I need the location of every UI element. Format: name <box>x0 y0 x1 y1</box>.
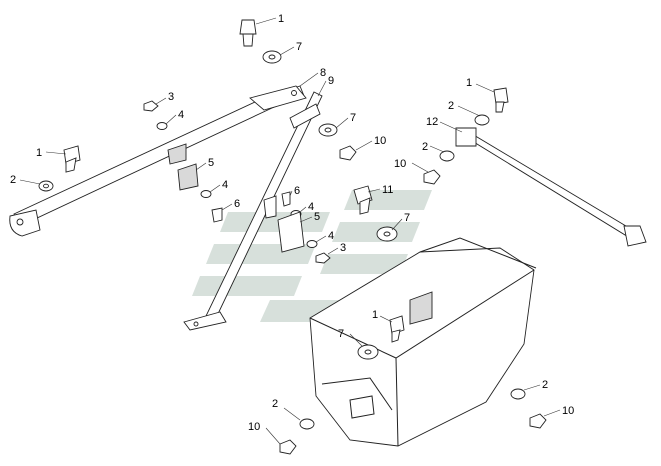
callout-label: 11 <box>382 184 393 196</box>
callout-label: 7 <box>350 112 356 124</box>
fasteners <box>38 19 547 455</box>
callout-label: 7 <box>404 212 410 224</box>
callout-label: 4 <box>178 109 184 121</box>
callout-label: 1 <box>372 309 378 321</box>
leader-lines <box>19 17 561 445</box>
callout-label: 5 <box>314 211 320 223</box>
callout-label: 6 <box>294 185 300 197</box>
callout-label: 10 <box>562 405 574 417</box>
callout-label: 4 <box>222 179 228 191</box>
callout-label: 2 <box>272 398 278 410</box>
callout-labels: 1 7 8 9 3 4 7 10 1 2 12 2 10 1 2 5 4 6 6… <box>10 13 574 433</box>
callout-label: 1 <box>278 13 284 25</box>
callout-label: 10 <box>374 135 386 147</box>
callout-label: 1 <box>36 147 42 159</box>
callout-label: 7 <box>296 41 302 53</box>
callout-label: 5 <box>208 157 214 169</box>
callout-label: 12 <box>426 116 438 128</box>
callout-label: 7 <box>338 328 344 340</box>
callout-label: 9 <box>328 75 334 87</box>
callout-label: 10 <box>394 158 406 170</box>
callout-label: 6 <box>234 198 240 210</box>
callout-label: 3 <box>340 242 346 254</box>
callout-label: 1 <box>466 77 472 89</box>
callout-label: 4 <box>328 230 334 242</box>
callout-label: 3 <box>168 91 174 103</box>
callout-label: 2 <box>542 379 548 391</box>
callout-label: 2 <box>10 174 16 186</box>
box-housing <box>309 237 537 447</box>
right-brace <box>455 127 647 247</box>
callout-label: 2 <box>422 141 428 153</box>
callout-label: 4 <box>308 201 314 213</box>
diagonal-strut <box>183 91 323 331</box>
callout-label: 10 <box>248 421 260 433</box>
callout-label: 8 <box>320 67 326 79</box>
callout-label: 2 <box>448 100 454 112</box>
left-brace <box>9 85 307 237</box>
